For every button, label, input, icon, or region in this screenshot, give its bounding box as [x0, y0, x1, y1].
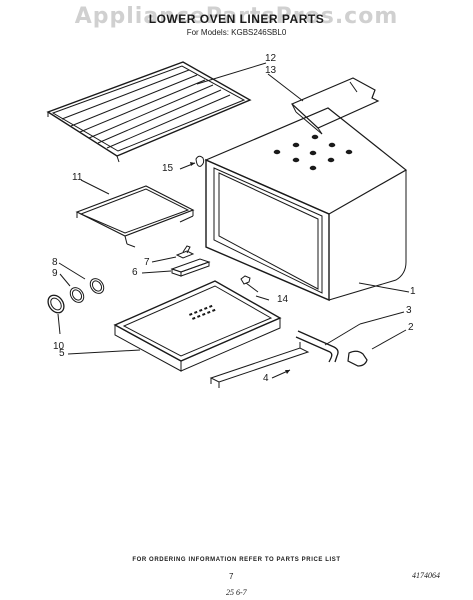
vent-baffle-part — [290, 77, 380, 135]
callout-9: 9 — [52, 268, 58, 279]
bracket-part — [75, 185, 195, 248]
callout-5: 5 — [59, 348, 65, 359]
callout-12: 12 — [265, 53, 277, 64]
igniter-part — [141, 258, 211, 277]
clip-part — [179, 155, 205, 170]
small-bracket-part — [151, 245, 195, 263]
callout-2: 2 — [408, 322, 414, 333]
callout-3: 3 — [406, 305, 412, 316]
leader-lines — [80, 62, 410, 293]
diagram-title: LOWER OVEN LINER PARTS — [148, 12, 325, 26]
callout-15: 15 — [162, 163, 174, 174]
orifice-part — [347, 329, 407, 367]
page-number: 7 — [229, 572, 234, 581]
ring-part — [47, 294, 65, 335]
date-code: 25 6-7 — [226, 588, 247, 597]
oven-rack-part — [46, 61, 252, 163]
callout-10: 10 — [53, 341, 65, 352]
callout-14: 14 — [277, 294, 289, 305]
document-part-number: 4174064 — [412, 571, 440, 580]
callout-8: 8 — [52, 257, 58, 268]
burner-tube-part — [295, 311, 405, 363]
model-subtitle: For Models: KGBS246SBL0 — [186, 28, 287, 37]
callout-11: 11 — [72, 172, 83, 183]
burner-bracket-part — [209, 342, 310, 388]
callout-13: 13 — [265, 65, 277, 76]
callout-1: 1 — [410, 286, 416, 297]
ordering-note: FOR ORDERING INFORMATION REFER TO PARTS … — [132, 557, 341, 563]
callout-4: 4 — [263, 373, 269, 384]
callout-6: 6 — [132, 267, 138, 278]
callout-7: 7 — [144, 257, 150, 268]
screw-part — [240, 275, 270, 301]
burner-tray-part — [67, 280, 282, 372]
watermark: AppliancePartsPros.com — [74, 4, 399, 29]
oven-liner-part — [204, 107, 408, 302]
grommet-part — [58, 262, 105, 303]
